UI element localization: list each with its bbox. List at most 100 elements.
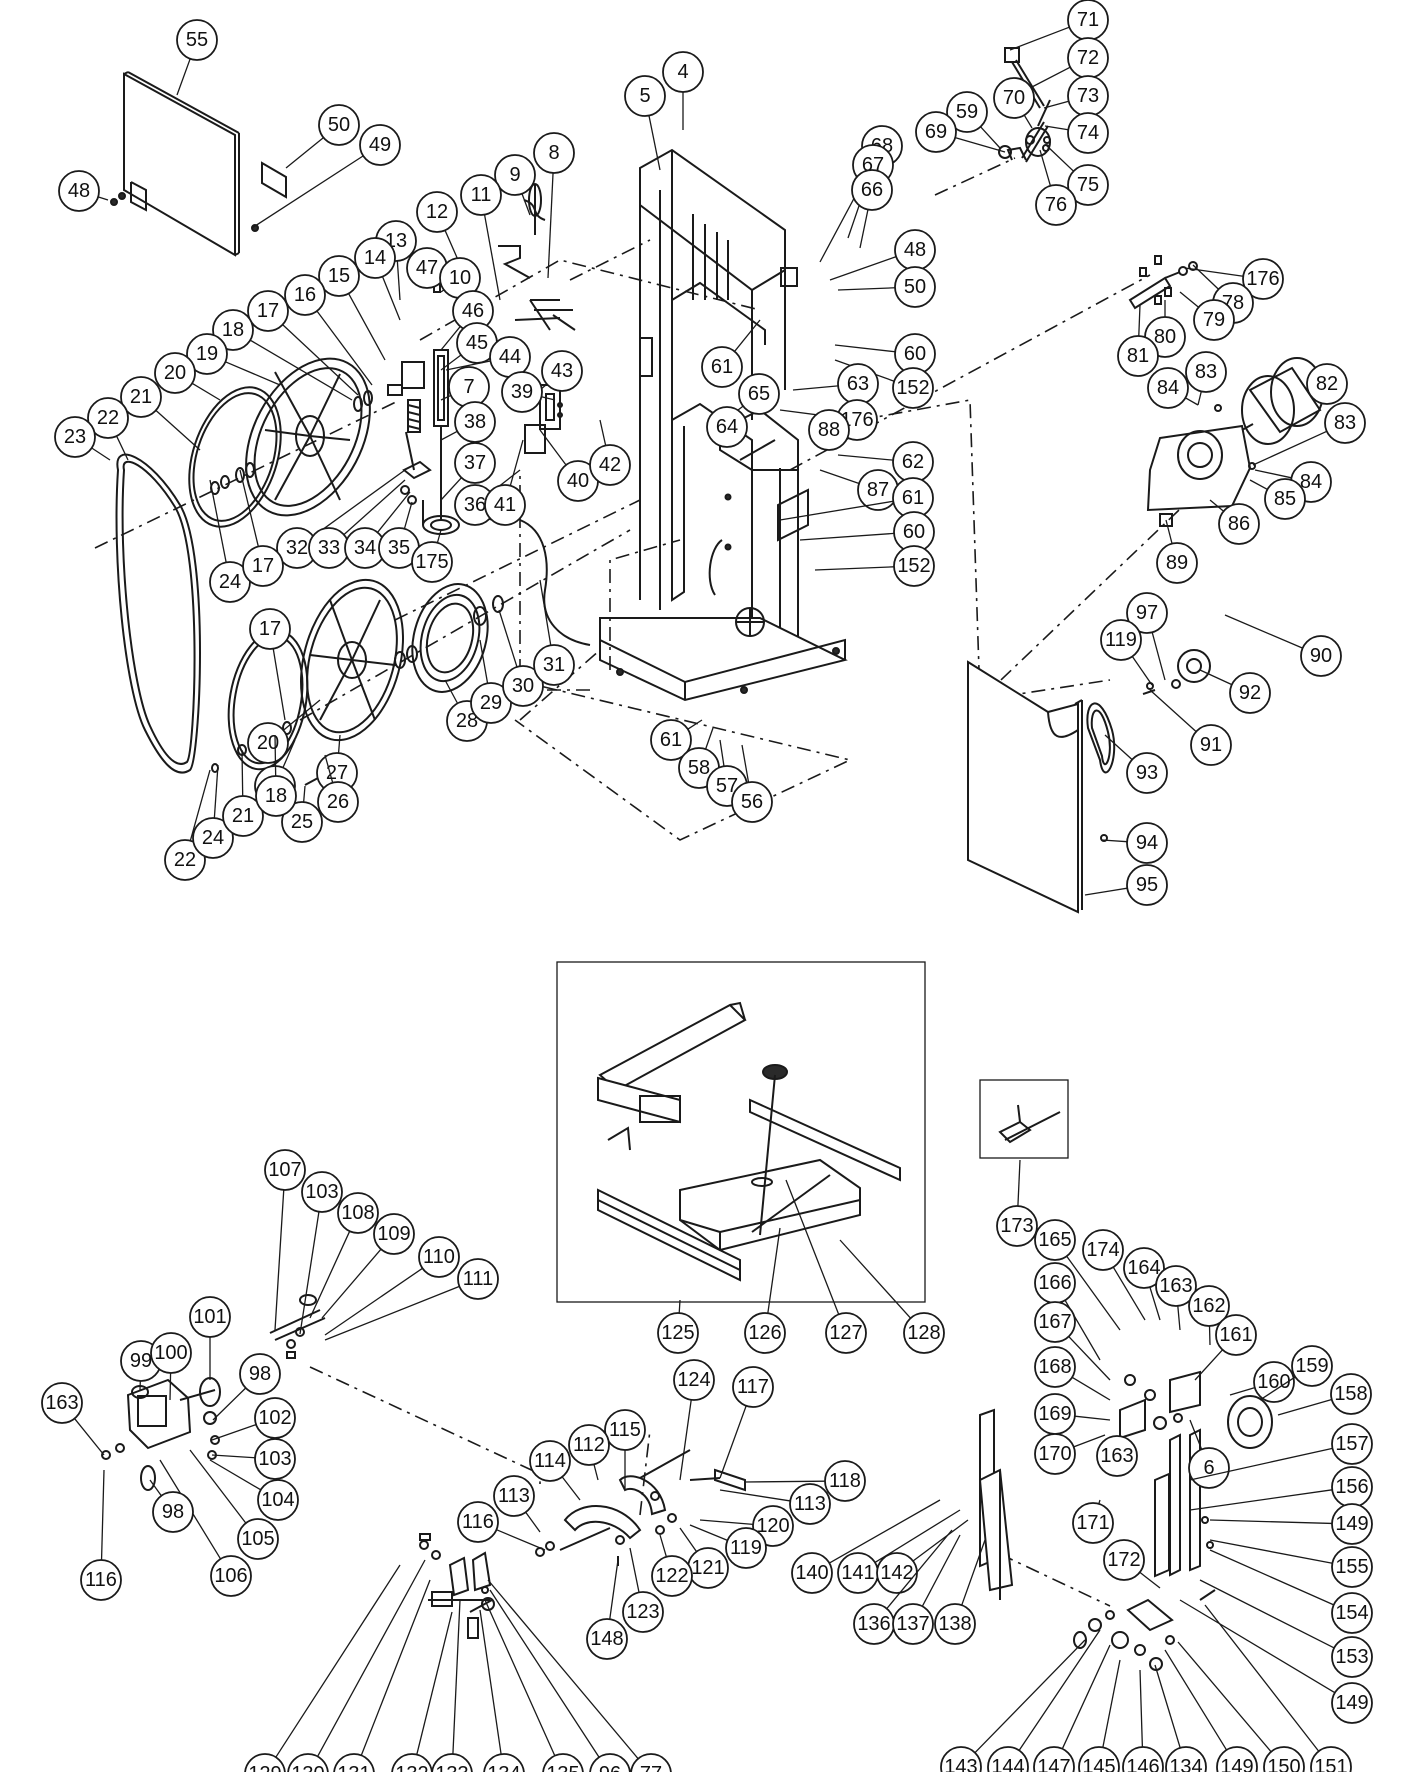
callout-number: 62 [902, 451, 924, 473]
callout-circle [1078, 1746, 1120, 1772]
part-callout-71: 71 [1009, 0, 1109, 51]
callout-circle [80, 1559, 122, 1601]
part-callout-21: 21 [120, 376, 201, 451]
callout-number: 123 [626, 1601, 659, 1623]
callout-number: 166 [1038, 1272, 1071, 1294]
callout-number: 163 [1100, 1445, 1133, 1467]
callout-number: 110 [423, 1246, 455, 1268]
callout-circle [189, 1296, 231, 1338]
callout-number: 112 [573, 1434, 605, 1456]
leader-line [1061, 1644, 1111, 1750]
callout-number: 102 [258, 1407, 291, 1429]
leader-line [274, 1189, 285, 1331]
leader-line [1164, 1649, 1228, 1751]
part-callout-121: 121 [679, 1527, 729, 1589]
leader-line [961, 1539, 986, 1606]
callout-circle [529, 1440, 571, 1482]
callout-circle [150, 1332, 192, 1374]
callout-number: 30 [512, 675, 534, 697]
part-callout-148: 148 [586, 1559, 628, 1660]
callout-circle [662, 51, 704, 93]
callout-number: 15 [328, 265, 350, 287]
leader-line [599, 419, 607, 446]
callout-circle [825, 1312, 867, 1354]
callout-number: 163 [1159, 1275, 1192, 1297]
callout-circle [1035, 184, 1077, 226]
callout-circle [1188, 1285, 1230, 1327]
callout-circle [416, 191, 458, 233]
part-callout-135: 135 [484, 1599, 584, 1772]
callout-number: 28 [456, 710, 478, 732]
callout-circle [622, 1591, 664, 1633]
callout-number: 167 [1038, 1311, 1071, 1333]
leader-line [1209, 1539, 1333, 1564]
leader-line [547, 172, 554, 279]
leader-line [484, 1599, 556, 1757]
callout-number: 134 [1169, 1756, 1202, 1772]
part-callout-18: 18 [255, 734, 297, 817]
callout-number: 39 [511, 381, 533, 403]
callout-circle [192, 817, 234, 859]
part-callout-114: 114 [529, 1440, 581, 1501]
leader-line [1194, 1349, 1224, 1381]
callout-number: 153 [1335, 1646, 1368, 1668]
callout-number: 149 [1335, 1692, 1368, 1714]
callout-circle [1067, 164, 1109, 206]
callout-circle [1034, 1219, 1076, 1261]
callout-number: 157 [1335, 1433, 1368, 1455]
callout-number: 124 [677, 1369, 710, 1391]
callout-circle [1082, 1229, 1124, 1271]
leader-line [436, 529, 442, 543]
callout-circle [1185, 351, 1227, 393]
callout-circle [624, 75, 666, 117]
callout-circle [457, 1501, 499, 1543]
callout-number: 24 [219, 571, 241, 593]
leader-line [282, 324, 359, 396]
blade-guard-bracket [535, 1449, 746, 1566]
callout-number: 35 [388, 537, 410, 559]
leader-line [744, 1480, 826, 1483]
callout-circle [1033, 1746, 1075, 1772]
part-callout-163: 163 [41, 1382, 105, 1456]
callout-number: 50 [904, 276, 926, 298]
callout-number: 159 [1295, 1355, 1328, 1377]
part-callout-62: 62 [837, 441, 934, 483]
callout-number: 33 [318, 537, 340, 559]
callout-number: 115 [609, 1419, 641, 1441]
part-callout-149: 149 [1209, 1503, 1373, 1545]
part-callout-138: 138 [934, 1539, 986, 1645]
part-callout-167: 167 [1034, 1301, 1111, 1381]
part-callout-110: 110 [324, 1236, 460, 1336]
part-callout-24: 24 [209, 479, 251, 603]
callout-number: 127 [829, 1322, 862, 1344]
callout-circle [1263, 1746, 1305, 1772]
leader-line [1199, 669, 1233, 686]
part-callout-165: 165 [1034, 1219, 1121, 1331]
callout-number: 75 [1077, 174, 1099, 196]
callout-circle [1216, 1746, 1258, 1772]
leader-line [699, 1519, 754, 1526]
callout-number: 41 [494, 494, 516, 516]
callout-number: 26 [327, 791, 349, 813]
callout-number: 94 [1136, 832, 1158, 854]
callout-number: 14 [364, 247, 386, 269]
leader-line [1131, 656, 1153, 686]
callout-number: 151 [1314, 1756, 1347, 1772]
part-callout-20: 20 [247, 699, 321, 764]
callout-number: 23 [64, 426, 86, 448]
callout-number: 66 [861, 179, 883, 201]
part-callout-76: 76 [1035, 149, 1077, 226]
part-callout-172: 172 [1103, 1539, 1161, 1589]
part-callout-75: 75 [1045, 144, 1109, 206]
leader-line [1179, 291, 1199, 308]
callout-circle [541, 350, 583, 392]
callout-number: 155 [1335, 1556, 1368, 1578]
callout-number: 98 [249, 1363, 271, 1385]
leader-line [509, 439, 524, 486]
leader-line [212, 1387, 247, 1421]
part-callout-91: 91 [1149, 689, 1232, 766]
part-callout-117: 117 [719, 1366, 774, 1479]
leader-line [440, 430, 458, 441]
callout-number: 49 [369, 134, 391, 156]
